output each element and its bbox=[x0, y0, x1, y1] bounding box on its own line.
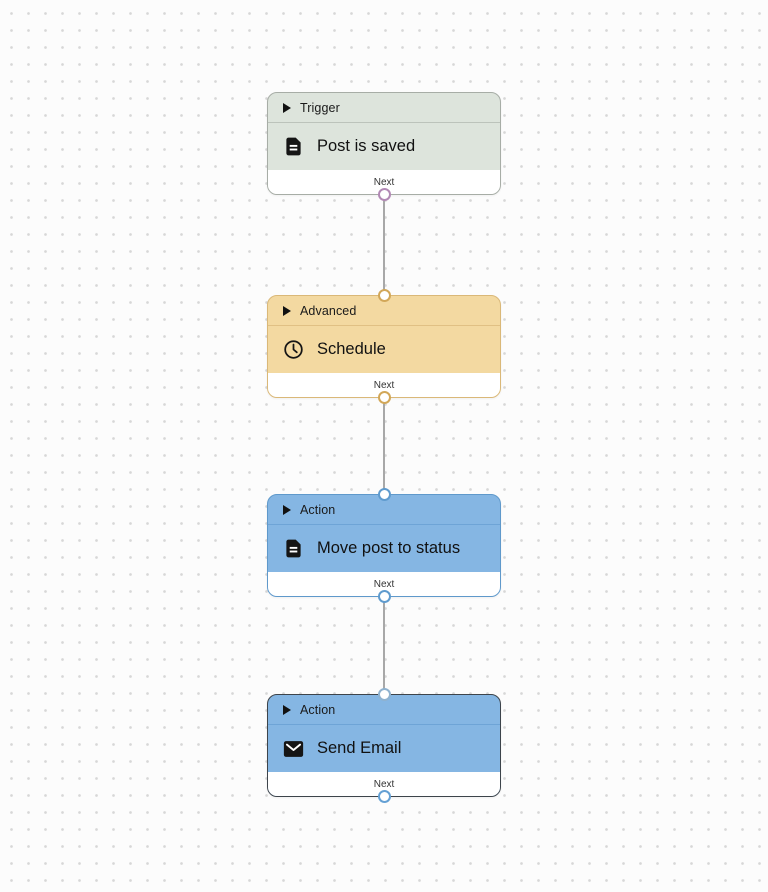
node-category-label: Trigger bbox=[300, 100, 340, 115]
node-category-label: Action bbox=[300, 702, 336, 717]
input-handle[interactable] bbox=[377, 289, 391, 302]
mail-icon bbox=[283, 738, 304, 759]
document-icon bbox=[283, 538, 304, 559]
connector-edge[interactable] bbox=[382, 195, 386, 295]
output-handle[interactable] bbox=[377, 391, 391, 404]
collapse-triangle-icon[interactable] bbox=[283, 704, 291, 715]
collapse-triangle-icon[interactable] bbox=[283, 504, 291, 515]
output-handle[interactable] bbox=[377, 790, 391, 803]
node-header: Trigger bbox=[268, 93, 500, 122]
node-body: Post is saved bbox=[268, 123, 500, 170]
node-divider bbox=[268, 524, 500, 525]
node-header: Action bbox=[268, 495, 500, 524]
node-title: Move post to status bbox=[317, 539, 461, 557]
next-port-label: Next bbox=[373, 176, 395, 188]
node-category-label: Action bbox=[300, 502, 336, 517]
flow-node[interactable]: Action Send Email Next bbox=[267, 688, 501, 803]
node-divider bbox=[268, 325, 500, 326]
next-port-label: Next bbox=[373, 578, 395, 590]
node-title: Post is saved bbox=[317, 137, 416, 155]
output-handle[interactable] bbox=[377, 590, 391, 603]
next-port-label: Next bbox=[373, 379, 395, 391]
node-title: Send Email bbox=[317, 739, 402, 757]
clock-icon bbox=[283, 339, 304, 360]
node-header: Advanced bbox=[268, 296, 500, 325]
node-body: Send Email bbox=[268, 725, 500, 772]
flow-node[interactable]: Advanced Schedule Next bbox=[267, 289, 501, 404]
connector-edge[interactable] bbox=[382, 597, 386, 694]
node-body: Move post to status bbox=[268, 525, 500, 572]
connector-edge[interactable] bbox=[382, 398, 386, 494]
node-divider bbox=[268, 122, 500, 123]
input-handle[interactable] bbox=[377, 488, 391, 501]
node-divider bbox=[268, 724, 500, 725]
next-port-label: Next bbox=[373, 778, 395, 790]
flow-node[interactable]: Action Move post to status Next bbox=[267, 488, 501, 603]
flow-node[interactable]: Trigger Post is saved Next bbox=[267, 92, 501, 201]
node-body: Schedule bbox=[268, 326, 500, 373]
document-icon bbox=[283, 136, 304, 157]
collapse-triangle-icon[interactable] bbox=[283, 305, 291, 316]
node-header: Action bbox=[268, 695, 500, 724]
collapse-triangle-icon[interactable] bbox=[283, 102, 291, 113]
input-handle[interactable] bbox=[377, 688, 391, 701]
output-handle[interactable] bbox=[377, 188, 391, 201]
node-title: Schedule bbox=[317, 340, 386, 358]
node-category-label: Advanced bbox=[300, 303, 357, 318]
